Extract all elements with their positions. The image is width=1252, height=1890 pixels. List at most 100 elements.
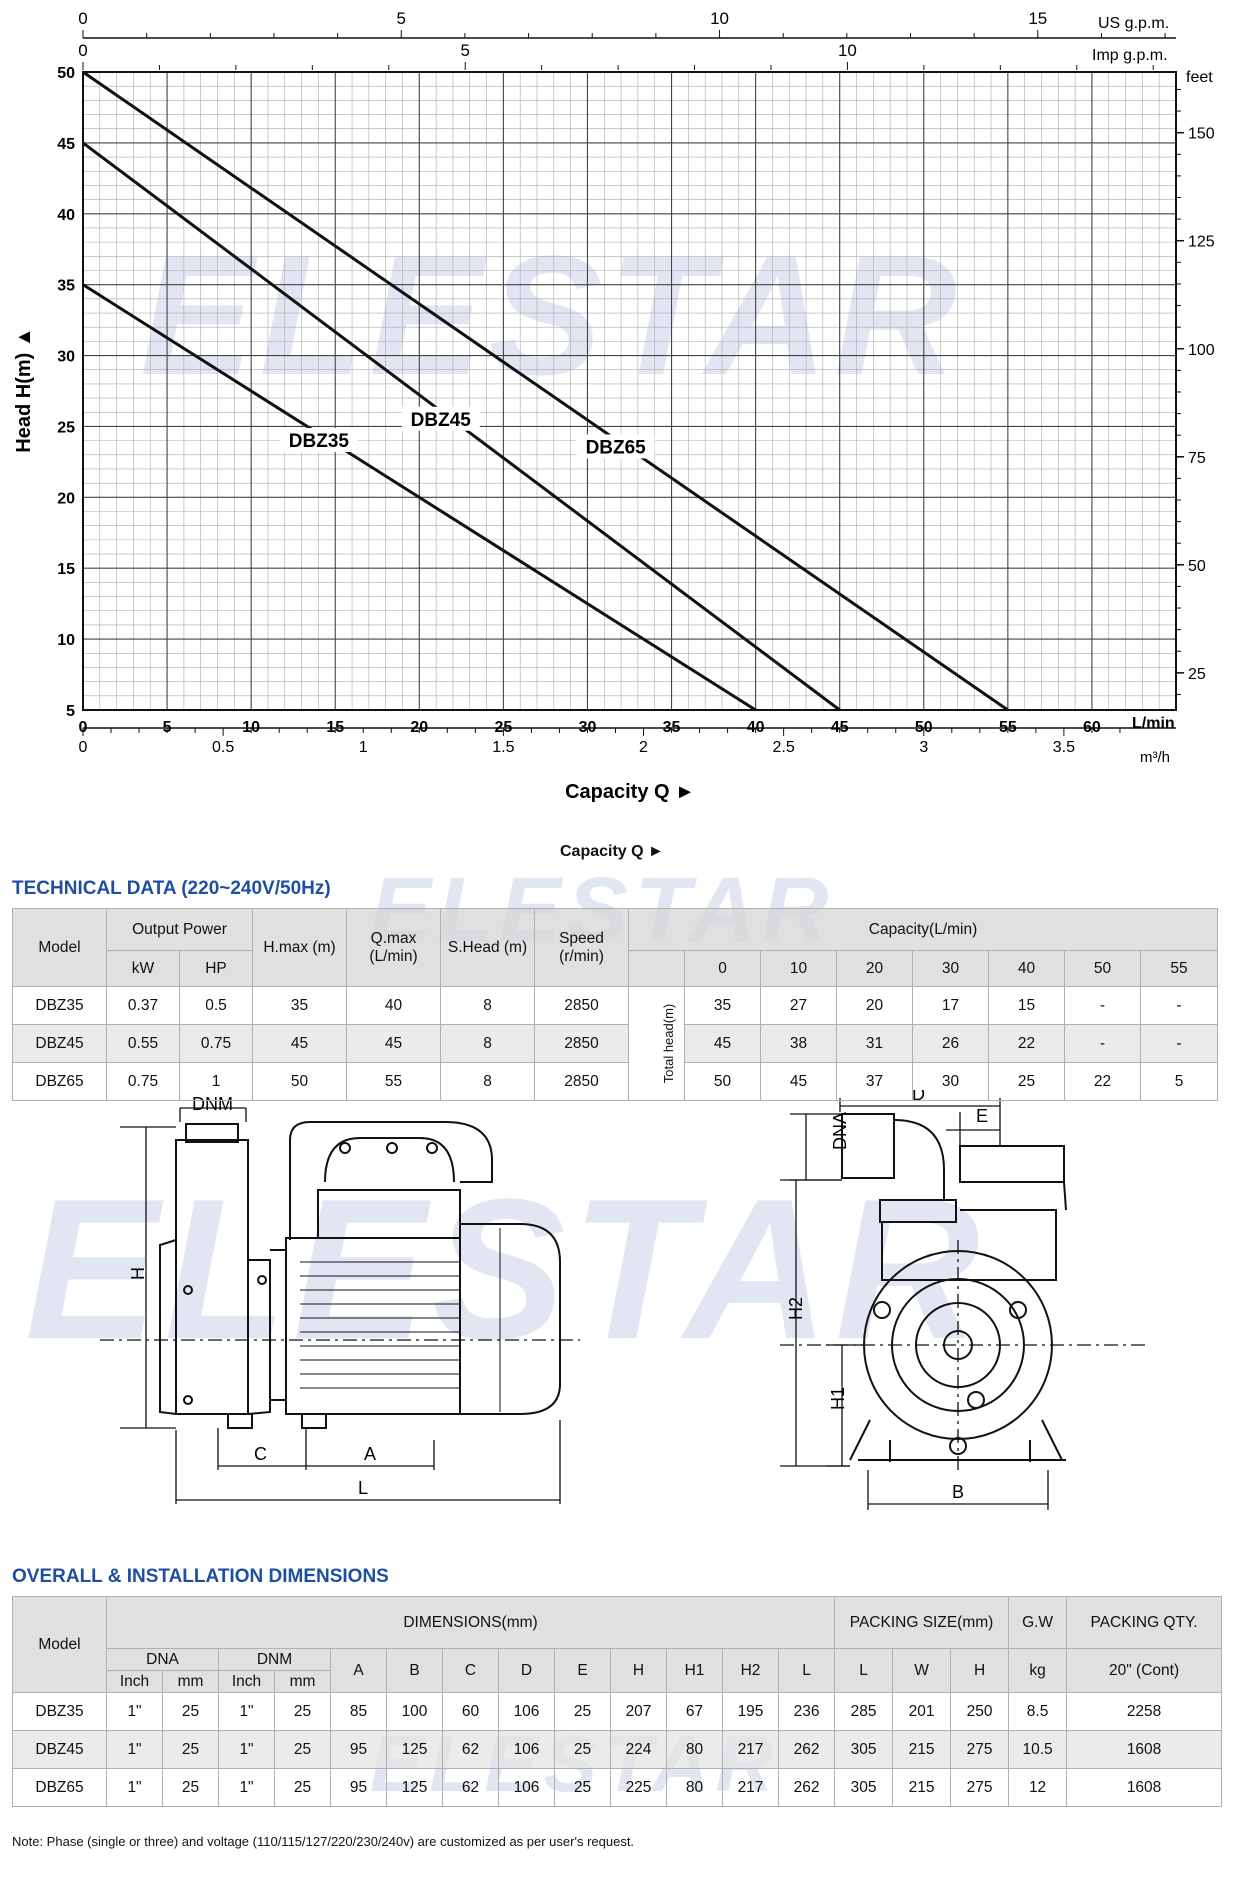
th-cap-col: 0 xyxy=(684,950,761,987)
dh-dimensions: DIMENSIONS(mm) xyxy=(105,1596,836,1649)
dim-value: 67 xyxy=(666,1692,723,1731)
footnote: Note: Phase (single or three) and voltag… xyxy=(12,1834,635,1849)
dh-qty: PACKING QTY. xyxy=(1066,1596,1223,1649)
tech-hp: 0.5 xyxy=(179,986,253,1025)
x-tick-label: 0 xyxy=(79,719,88,736)
dh-dna-mm: mm xyxy=(162,1670,219,1693)
imp-gpm-tick-label: 10 xyxy=(838,41,857,60)
th-cap-col: 50 xyxy=(1064,950,1141,987)
dim-value: 225 xyxy=(610,1768,667,1807)
dim-dna-mm: 25 xyxy=(162,1768,219,1807)
feet-tick-label: 50 xyxy=(1188,558,1206,575)
dh-dim-col: H1 xyxy=(666,1648,723,1693)
y-tick-label: 40 xyxy=(57,207,75,224)
series-label-dbz45: DBZ45 xyxy=(411,410,472,431)
dh-pack-col: H xyxy=(950,1648,1010,1693)
dim-value: 80 xyxy=(666,1730,723,1769)
th-cap-col: 40 xyxy=(988,950,1065,987)
series-label-bg xyxy=(401,406,480,431)
y-tick-label: 10 xyxy=(57,632,75,649)
dim-label-dna: DNA xyxy=(830,1112,850,1150)
x-tick-label: 40 xyxy=(747,719,765,736)
m3h-tick-label: 1 xyxy=(359,739,368,756)
dim-dna-in: 1" xyxy=(106,1768,163,1807)
tech-shead: 8 xyxy=(440,986,535,1025)
dh-dim-col: E xyxy=(554,1648,611,1693)
dim-value: 25 xyxy=(554,1768,611,1807)
chart-grid-major xyxy=(82,71,1177,711)
th-model: Model xyxy=(12,908,107,987)
pack-value: 215 xyxy=(892,1768,952,1807)
pump-front-view xyxy=(841,1113,1067,1462)
gw-value: 12 xyxy=(1008,1768,1068,1807)
th-qmax: Q.max (L/min) xyxy=(346,908,441,987)
dh-pack-col: W xyxy=(892,1648,952,1693)
capacity-label-secondary: Capacity Q ► xyxy=(560,843,664,860)
dh-dim-col: L xyxy=(777,1648,836,1693)
dim-dnm-in: 1" xyxy=(218,1692,275,1731)
dim-value: 125 xyxy=(386,1768,443,1807)
dh-dim-col: A xyxy=(330,1648,387,1693)
dim-label-e: E xyxy=(976,1106,988,1126)
dim-model: DBZ35 xyxy=(12,1692,107,1731)
x-axis-title: Capacity Q ► xyxy=(565,781,695,803)
dim-value: 25 xyxy=(554,1692,611,1731)
gw-value: 10.5 xyxy=(1008,1730,1068,1769)
x-tick-label: 50 xyxy=(915,719,933,736)
dim-value: 106 xyxy=(498,1692,555,1731)
dimensions-table: Model DIMENSIONS(mm) PACKING SIZE(mm) G.… xyxy=(12,1596,1223,1807)
dim-label-b: B xyxy=(952,1482,964,1502)
x-tick-label: 35 xyxy=(663,719,681,736)
tech-model: DBZ65 xyxy=(12,1062,107,1101)
th-hp: HP xyxy=(179,950,253,987)
m3h-tick-label: 1.5 xyxy=(492,739,514,756)
dh-dim-col: D xyxy=(498,1648,555,1693)
chart-grid-minor xyxy=(83,72,1176,710)
dim-dna-in: 1" xyxy=(106,1692,163,1731)
series-line-dbz35 xyxy=(82,283,757,712)
dim-dnm-in: 1" xyxy=(218,1768,275,1807)
pump-side-view xyxy=(159,1121,561,1429)
dim-value: 217 xyxy=(722,1730,779,1769)
th-total-head-label: Total head(m) xyxy=(661,1003,677,1083)
feet-tick-label: 125 xyxy=(1188,234,1215,251)
pack-value: 201 xyxy=(892,1692,952,1731)
tech-head-value: - xyxy=(1139,986,1219,1025)
m3h-tick-label: 3.5 xyxy=(1053,739,1075,756)
series-label-dbz65: DBZ65 xyxy=(586,437,647,458)
tech-head-value: 15 xyxy=(988,986,1065,1025)
dim-value: 217 xyxy=(722,1768,779,1807)
y-tick-label: 15 xyxy=(57,561,75,578)
dim-value: 62 xyxy=(442,1768,499,1807)
series-label-bg xyxy=(576,434,655,459)
dh-packing: PACKING SIZE(mm) xyxy=(834,1596,1010,1649)
pack-value: 215 xyxy=(892,1730,952,1769)
x-tick-label: 45 xyxy=(831,719,849,736)
th-speed: Speed (r/min) xyxy=(534,908,629,987)
dim-value: 262 xyxy=(777,1768,836,1807)
tech-head-value: 35 xyxy=(684,986,761,1025)
x-tick-label: 55 xyxy=(999,719,1017,736)
pump-drawings: DNM H C A L D E DNA H2 H1 B xyxy=(100,1090,1150,1510)
th-cap-col: 30 xyxy=(912,950,989,987)
m3h-tick-label: 2.5 xyxy=(773,739,795,756)
tech-kw: 0.37 xyxy=(106,986,180,1025)
tech-head-value: 27 xyxy=(760,986,837,1025)
th-cap-col: 55 xyxy=(1139,950,1219,987)
tech-kw: 0.75 xyxy=(106,1062,180,1101)
dim-label-h2: H2 xyxy=(786,1297,806,1320)
th-kw: kW xyxy=(106,950,180,987)
dim-value: 106 xyxy=(498,1730,555,1769)
tech-head-value: 22 xyxy=(1064,1062,1141,1101)
plot-frame xyxy=(82,71,1177,711)
dh-dim-col: H2 xyxy=(722,1648,779,1693)
series-label-dbz35: DBZ35 xyxy=(289,431,350,452)
y-tick-label: 50 xyxy=(57,65,75,82)
dim-label-c: C xyxy=(254,1444,267,1464)
us-gpm-unit: US g.p.m. xyxy=(1098,15,1169,32)
feet-tick-label: 25 xyxy=(1188,666,1206,683)
dim-value: 62 xyxy=(442,1730,499,1769)
dim-value: 95 xyxy=(330,1730,387,1769)
tech-head-value: 20 xyxy=(836,986,913,1025)
